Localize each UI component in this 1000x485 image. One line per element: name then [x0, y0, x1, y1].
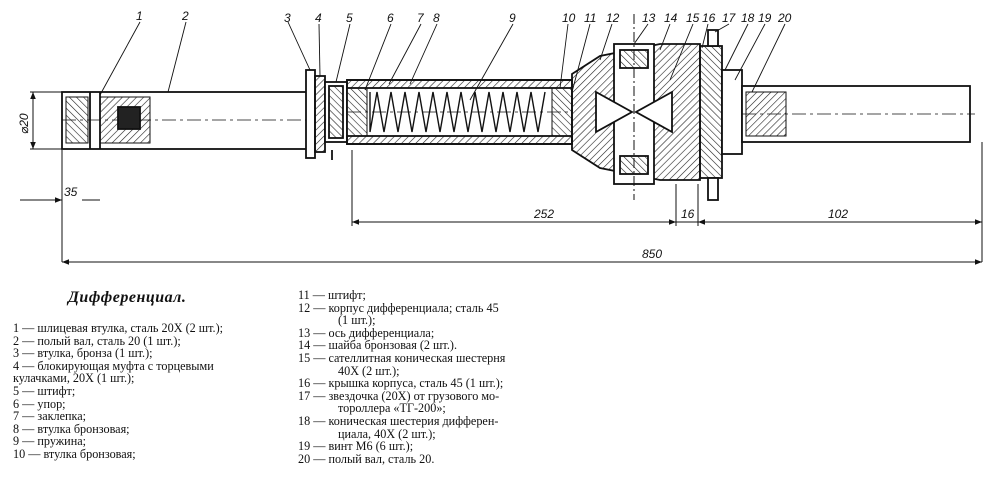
callout-8: 8	[433, 11, 440, 25]
figure-caption: Дифференциал.	[68, 289, 187, 306]
part-entry: 16 — крышка корпуса, сталь 45 (1 шт.);	[298, 376, 504, 391]
right-shaft	[741, 85, 975, 143]
callout-13: 13	[642, 11, 656, 25]
dim-850: 850	[642, 247, 662, 261]
callout-18: 18	[741, 11, 755, 25]
callout-20: 20	[777, 11, 792, 25]
part-entry: 11 — штифт;	[298, 288, 366, 302]
part-entry: 9 — пружина;	[13, 434, 87, 449]
callout-6: 6	[387, 11, 394, 25]
callout-2: 2	[181, 9, 189, 23]
callout-9: 9	[509, 11, 516, 25]
dimension-lines	[20, 91, 983, 265]
dim-16: 16	[681, 207, 695, 221]
dim-102: 102	[828, 207, 848, 221]
callout-17: 17	[722, 11, 737, 25]
callout-16: 16	[702, 11, 716, 25]
part-entry: 40Х (2 шт.);	[338, 363, 400, 378]
callout-12: 12	[606, 11, 620, 25]
part-entry: 13 — ось дифференциала;	[298, 325, 435, 340]
part-entry: кулачками, 20Х (1 шт.);	[13, 371, 135, 386]
part-entry: 14 — шайба бронзовая (2 шт.).	[298, 338, 457, 353]
callout-labels: 1 2 3 4 5 6 7 8 9 10 11 12 13 14 15 16 1…	[136, 9, 792, 25]
callout-10: 10	[562, 11, 576, 25]
part-entry: циала, 40Х (2 шт.);	[338, 426, 436, 441]
left-shaft	[61, 91, 311, 150]
callout-5: 5	[346, 11, 353, 25]
differential-drawing: 1 2 3 4 5 6 7 8 9 10 11 12 13 14 15 16 1…	[17, 9, 983, 265]
part-entry: 6 — упор;	[13, 396, 66, 411]
part-entry: 2 — полый вал, сталь 20 (1 шт.);	[13, 333, 181, 348]
callout-11: 11	[584, 11, 596, 25]
part-entry: 4 — блокирующая муфта с торцевыми	[13, 358, 214, 373]
part-entry: 12 — корпус дифференциала; сталь 45	[298, 300, 499, 315]
part-entry: 19 — винт М6 (6 шт.);	[298, 439, 414, 454]
part-entry: 17 — звездочка (20Х) от грузового мо-	[298, 388, 500, 403]
leader-lines	[99, 21, 786, 101]
part-entry: тороллера «ТГ-200»;	[338, 401, 446, 416]
dim-35: 35	[64, 185, 78, 199]
dimension-labels: ⌀20 35 252 16 102 850	[17, 113, 848, 261]
part-entry: 7 — заклепка;	[13, 409, 87, 424]
part-entry: 18 — коническая шестерия дифферен-	[298, 413, 499, 428]
parts-list-left: 1 — шлицевая втулка, сталь 20Х (2 шт.); …	[13, 322, 223, 461]
callout-4: 4	[315, 11, 322, 25]
part-entry: 5 — штифт;	[13, 383, 76, 398]
parts-list-right: 11 — штифт; 12 — корпус дифференциала; с…	[298, 289, 505, 465]
part-entry: 20 — полый вал, сталь 20.	[298, 451, 435, 466]
callout-15: 15	[686, 11, 700, 25]
part-entry: 3 — втулка, бронза (1 шт.);	[13, 346, 153, 361]
dim-252: 252	[533, 207, 554, 221]
callout-19: 19	[758, 11, 772, 25]
part-entry: 8 — втулка бронзовая;	[13, 421, 130, 436]
differential-housing	[571, 14, 743, 201]
callout-3: 3	[284, 11, 291, 25]
coupling-group	[305, 69, 348, 160]
callout-1: 1	[136, 9, 143, 23]
part-entry: 10 — втулка бронзовая;	[13, 446, 136, 461]
callout-7: 7	[417, 11, 425, 25]
part-entry: 1 — шлицевая втулка, сталь 20Х (2 шт.);	[13, 321, 224, 335]
part-entry: (1 шт.);	[338, 313, 376, 328]
center-tube	[346, 79, 573, 145]
dim-diameter: ⌀20	[17, 113, 31, 134]
callout-14: 14	[664, 11, 678, 25]
part-entry: 15 — сателлитная коническая шестерня	[298, 350, 506, 365]
